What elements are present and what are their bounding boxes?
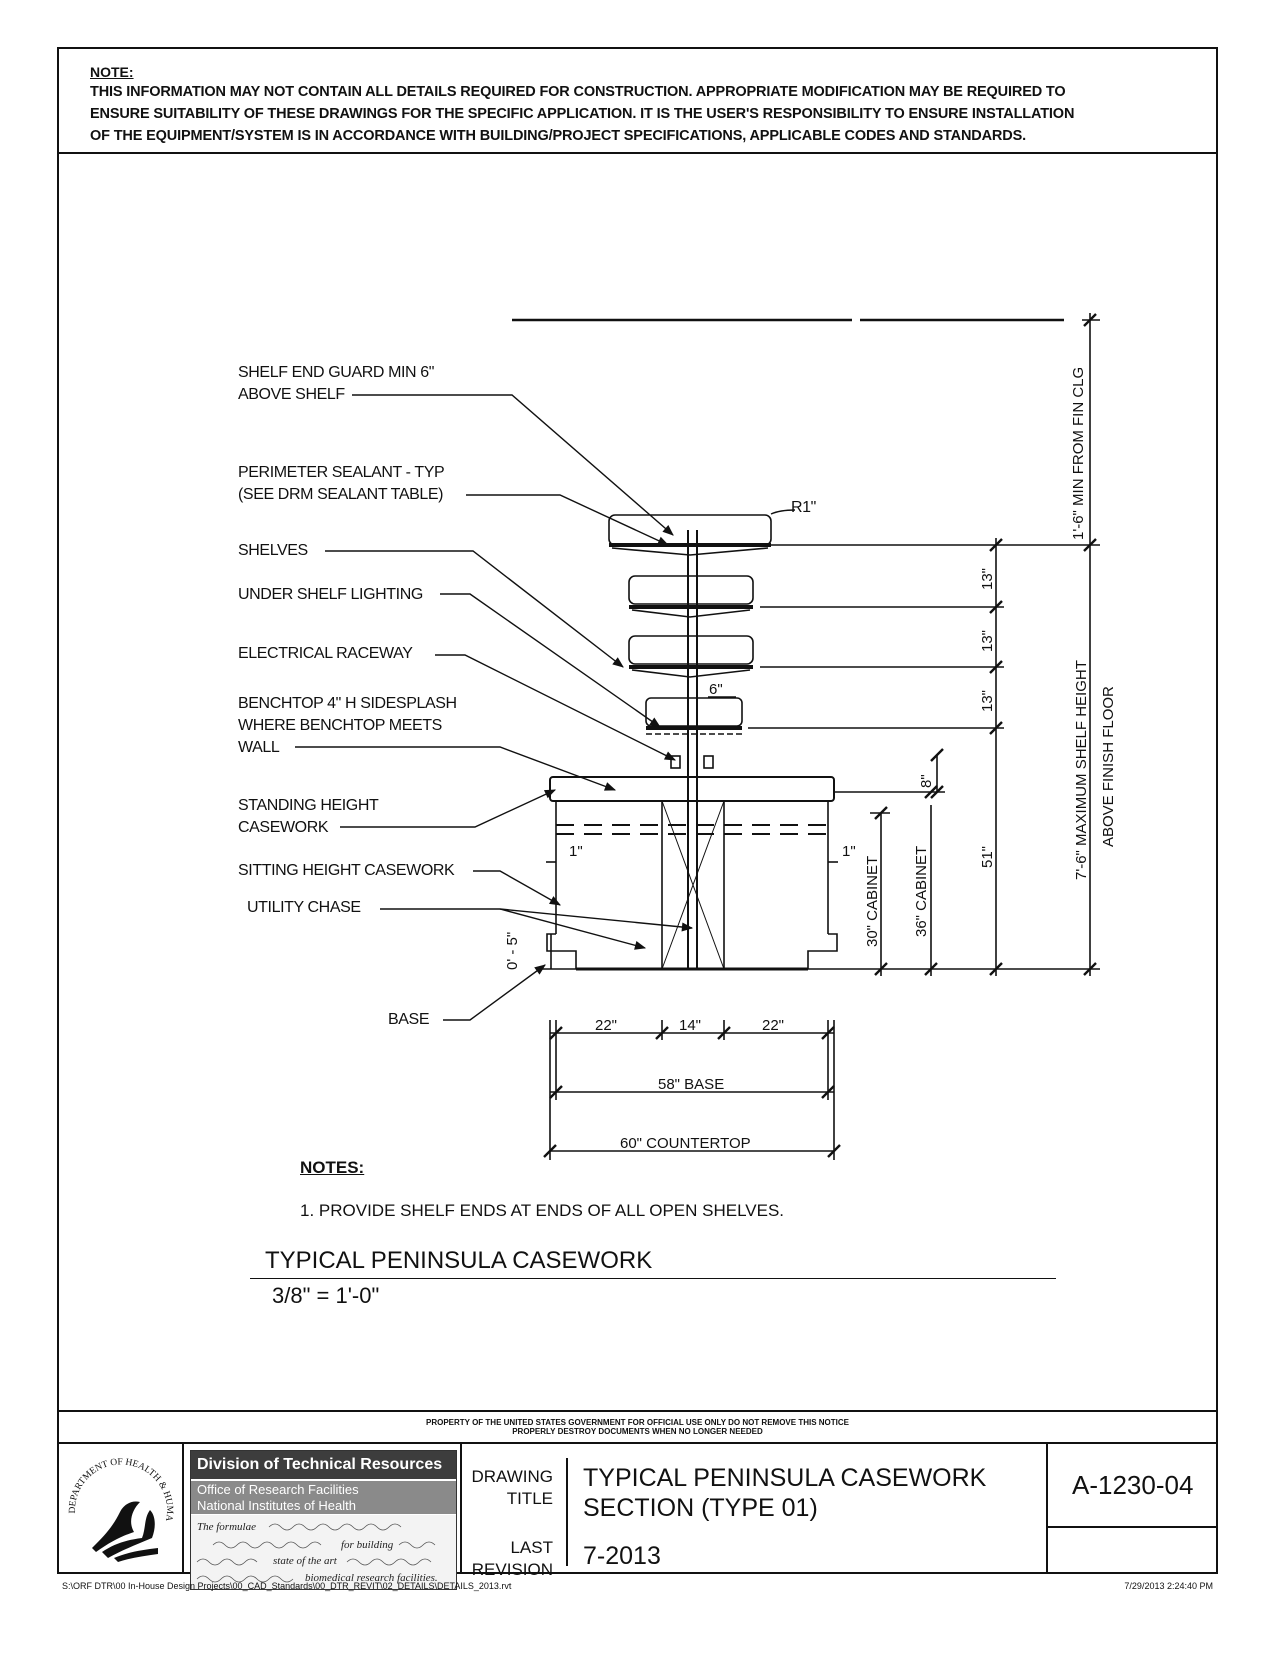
title-block-divider-4 [1046,1526,1218,1528]
dim-above-finish-floor: ABOVE FINISH FLOOR [1100,686,1117,847]
under-shelf-light-top [611,547,769,556]
dim-14: 14" [679,1017,702,1034]
dim-22-left: 22" [595,1017,618,1034]
dim-ticks-bottom [543,1026,841,1158]
property-notice-1: PROPERTY OF THE UNITED STATES GOVERNMENT… [426,1418,849,1427]
notes-item-1: 1. PROVIDE SHELF ENDS AT ENDS OF ALL OPE… [300,1201,785,1220]
label-benchtop-3: WALL [238,739,280,756]
base-left [546,933,577,969]
drawing-label-2: TITLE [506,1489,553,1508]
revision-label-2: REVISION [471,1560,553,1579]
base-right [807,933,838,969]
formula-text-2: for building [341,1539,394,1551]
label-under-shelf-lighting: UNDER SHELF LIGHTING [238,586,423,603]
label-perimeter-sealant-2: (SEE DRM SEALANT TABLE) [238,486,444,503]
dim-8: 8" [918,774,935,788]
dim-shelf-spacing-3: 13" [979,689,996,712]
formula-scribbles [196,1523,436,1583]
shelf-end-guard-top [608,514,772,546]
drawing-title: TYPICAL PENINSULA CASEWORK [265,1247,653,1274]
title-block-divider-1 [182,1443,184,1574]
seal-text: DEPARTMENT OF HEALTH & HUMAN SERVICES · … [62,1452,174,1522]
note-heading: NOTE: [90,64,134,80]
dim-30-cabinet: 30" CABINET [864,855,881,947]
leader-lines [295,394,796,1021]
dtr-logo-panel: Division of Technical Resources Office o… [190,1450,457,1590]
dim-1-right-text: 1" [842,843,856,860]
drawing-scale: 3/8" = 1'-0" [272,1283,380,1308]
institute-name: National Institutes of Health [191,1497,456,1514]
notes-title: NOTES: [300,1158,365,1177]
label-benchtop-1: BENCHTOP 4" H SIDESPLASH [238,695,457,712]
dim-51: 51" [979,845,996,868]
dim-60-countertop: 60" COUNTERTOP [620,1135,751,1152]
file-path: S:\ORF DTR\00 In-House Design Projects\0… [62,1581,512,1591]
revision-label-1: LAST [510,1538,553,1557]
title-block-divider-2 [460,1443,462,1574]
countertop [549,776,835,802]
dim-0-5: 0' - 5" [504,931,521,970]
title-block-divider-5 [566,1458,568,1566]
raceway-left [670,755,681,769]
dim-6-text: 6" [709,681,723,698]
label-shelf-end-guard-1: SHELF END GUARD MIN 6" [238,364,435,381]
note-line-3: OF THE EQUIPMENT/SYSTEM IS IN ACCORDANCE… [90,128,1026,144]
shelf-end-guard-3 [628,635,754,665]
plot-timestamp: 7/29/2013 2:24:40 PM [1124,1581,1213,1591]
drawing-sheet-border [57,47,1218,1574]
note-line-2: ENSURE SUITABILITY OF THESE DRAWINGS FOR… [90,106,1075,122]
office-name: Office of Research Facilities [191,1481,456,1498]
title-block-divider-3 [1046,1443,1048,1574]
title-block-top [57,1442,1218,1444]
note-line-1: THIS INFORMATION MAY NOT CONTAIN ALL DET… [90,84,1066,100]
formula-text-1: The formulae [197,1521,256,1533]
shelf-end-guard-2 [628,575,754,605]
dim-ceiling-clearance: 1'-6" MIN FROM FIN CLG [1070,366,1087,540]
dim-shelf-spacing-1: 13" [979,567,996,590]
label-sitting-height: SITTING HEIGHT CASEWORK [238,862,455,879]
label-shelves: SHELVES [238,542,308,559]
label-benchtop-2: WHERE BENCHTOP MEETS [238,717,442,734]
sheet-title-line-1: TYPICAL PENINSULA CASEWORK [583,1464,987,1492]
dim-22-right: 22" [762,1017,785,1034]
sheet-title-line-2: SECTION (TYPE 01) [583,1494,818,1522]
raceway-right [703,755,714,769]
dim-max-shelf-height: 7'-6" MAXIMUM SHELF HEIGHT [1073,660,1090,880]
property-divider [57,1410,1218,1412]
under-shelf-light-2 [631,609,751,618]
dim-shelf-spacing-2: 13" [979,629,996,652]
label-electrical-raceway: ELECTRICAL RACEWAY [238,645,413,662]
note-divider [57,152,1218,154]
formula-panel: The formulae for building state of the a… [191,1515,456,1589]
label-standing-1: STANDING HEIGHT [238,797,379,814]
drawing-label-1: DRAWING [471,1467,553,1486]
formula-text-3: state of the art [273,1555,337,1567]
revision-date: 7-2013 [583,1542,661,1570]
label-base: BASE [388,1011,430,1028]
label-utility-chase: UTILITY CHASE [247,899,361,916]
sheet-number: A-1230-04 [1072,1470,1194,1500]
drawing-title-underline [250,1278,1056,1279]
dim-ticks-right [874,313,1097,976]
label-radius: R1" [791,499,816,516]
utility-chase-cross [661,800,725,970]
dim-1-left-text: 1" [569,843,583,860]
label-shelf-end-guard-2: ABOVE SHELF [238,386,345,403]
under-shelf-light-3 [631,669,751,678]
label-perimeter-sealant-1: PERIMETER SEALANT - TYP [238,464,445,481]
property-notice-2: PROPERLY DESTROY DOCUMENTS WHEN NO LONGE… [512,1427,763,1436]
hhs-seal-icon: DEPARTMENT OF HEALTH & HUMAN SERVICES · … [62,1452,174,1562]
division-name: Division of Technical Resources [191,1451,456,1479]
dim-36-cabinet: 36" CABINET [913,845,930,937]
dim-58-base: 58" BASE [658,1076,725,1093]
formula-text-4: biomedical research facilities. [305,1572,438,1584]
label-standing-2: CASEWORK [238,819,329,836]
shelf-end-guard-4 [645,697,743,727]
